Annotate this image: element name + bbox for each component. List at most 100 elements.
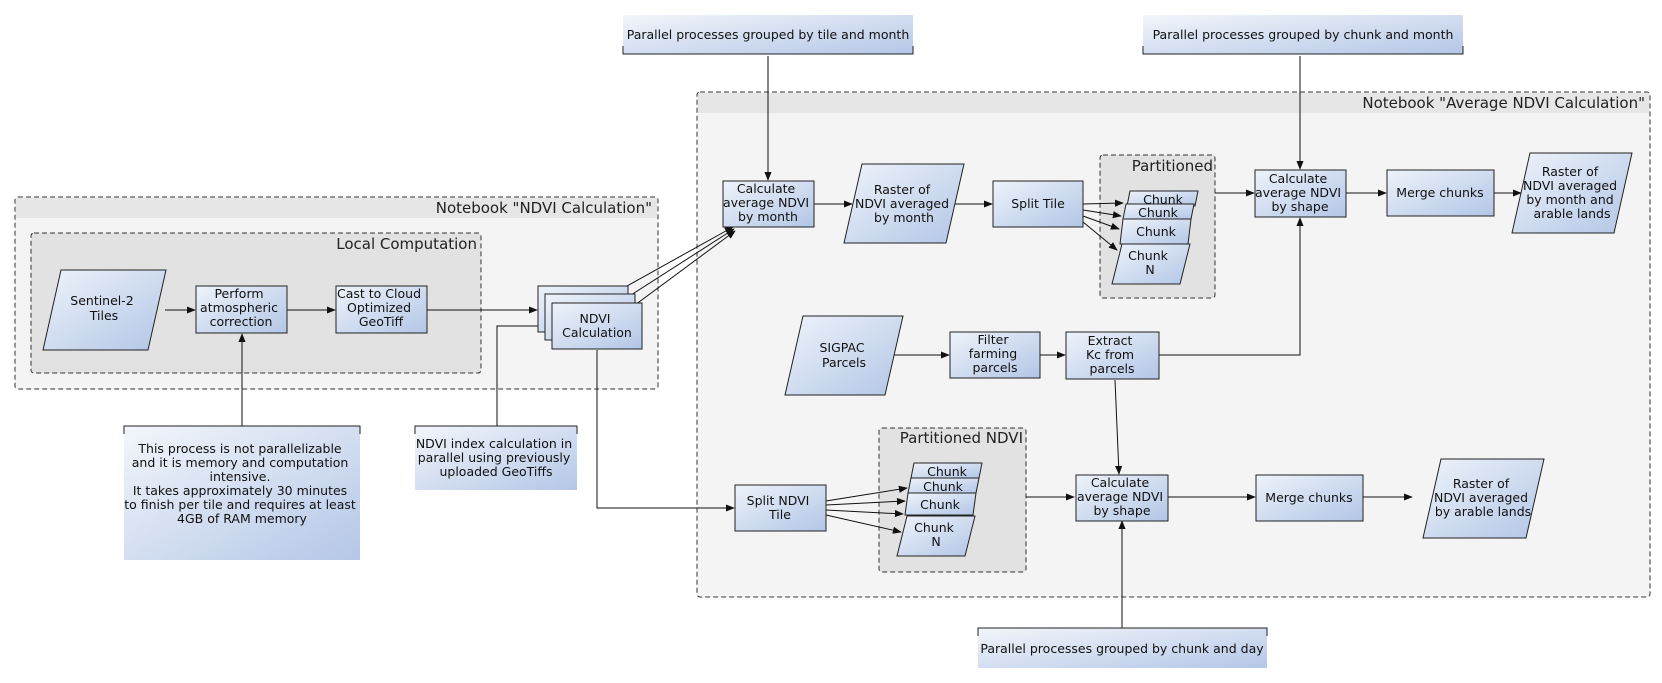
node-raster-arable-line-2: NDVI averaged	[1434, 490, 1528, 505]
svg-text:Extract Kc from pa: Extract Kc from parcels	[1086, 333, 1138, 376]
node-split-ndvi-line-1: Split NDVI	[747, 493, 810, 508]
node-sigpac: SIGPAC Parcels	[784, 315, 904, 396]
node-avg-month-line-3: by month	[738, 209, 798, 224]
node-avg-shape-top: Calculate average NDVI by shape	[1254, 169, 1347, 218]
node-avg-shape-bottom-line-2: average NDVI	[1077, 489, 1163, 504]
edge-split-chunkN	[1082, 221, 1118, 251]
chunk-top-1-label: Chunk	[1143, 192, 1183, 207]
node-avg-month: Calculate average NDVI by month	[722, 180, 815, 228]
svg-text:Split NDVI Tile: Split NDVI Tile	[747, 493, 814, 522]
svg-text:NDVI Calculation: NDVI Calculation	[562, 311, 632, 340]
group-title-partitioned: Partitioned	[1132, 157, 1213, 175]
svg-text:Cast to Cloud Optimized: Cast to Cloud Optimized GeoTiff	[337, 286, 425, 329]
svg-text:Raster of NDVI averaged: Raster of NDVI averaged by month	[855, 182, 953, 225]
group-title-avg-notebook: Notebook "Average NDVI Calculation"	[1362, 94, 1645, 112]
chunk-top-n-line-2: N	[1145, 262, 1154, 277]
node-avg-shape-top-line-2: average NDVI	[1255, 185, 1341, 200]
svg-text:Chunk N: Chunk N	[914, 520, 958, 549]
node-avg-shape-top-line-1: Calculate	[1269, 171, 1328, 186]
node-merge-top-label: Merge chunks	[1396, 185, 1483, 200]
node-split-ndvi: Split NDVI Tile	[734, 484, 827, 532]
edge-splitndvi-chunk2	[825, 497, 906, 506]
edge-ndvi-splitndvi	[596, 350, 735, 512]
node-sentinel-line-2: Tiles	[89, 308, 118, 323]
node-filter-line-3: parcels	[972, 360, 1017, 375]
edge-ndvi-note-ndvi	[496, 322, 552, 427]
note-memory-line-1: This process is not parallelizable	[137, 441, 342, 456]
node-sentinel: Sentinel-2 Tiles	[42, 269, 167, 351]
chunk-bottom-1-label: Chunk	[927, 464, 967, 479]
svg-text:NDVI index calculation in: NDVI index calculation in parallel using…	[416, 436, 576, 479]
edge-extract-avgshape-bottom	[1114, 379, 1123, 475]
node-split-tile-label: Split Tile	[1011, 196, 1065, 211]
node-cog-line-3: GeoTiff	[359, 314, 404, 329]
chunk-bottom-3-label: Chunk	[920, 497, 960, 512]
edge-split-chunk3	[1082, 215, 1120, 230]
svg-text:Raster of NDVI averaged: Raster of NDVI averaged by arable lands	[1434, 476, 1532, 519]
chunk-bottom-2-label: Chunk	[923, 479, 963, 494]
node-filter-line-2: farming	[969, 346, 1018, 361]
chunks-top: Chunk Chunk Chunk Chunk N	[1111, 190, 1199, 285]
svg-text:Chunk N: Chunk N	[1128, 248, 1172, 277]
node-cog-line-1: Cast to Cloud	[337, 286, 421, 301]
edge-ndvi-avgmonth-3	[634, 230, 736, 306]
chunk-bottom-n-line-2: N	[931, 534, 940, 549]
node-extract-line-1: Extract	[1088, 333, 1133, 348]
chunks-bottom: Chunk Chunk Chunk Chunk N	[896, 462, 983, 557]
node-ndvi: NDVI Calculation	[537, 285, 643, 350]
node-raster-month-arable-line-2: NDVI averaged	[1523, 178, 1617, 193]
node-raster-month-line-2: NDVI averaged	[855, 196, 949, 211]
node-ndvi-line-2: Calculation	[562, 325, 632, 340]
chunk-top-3-label: Chunk	[1136, 224, 1176, 239]
node-merge-top: Merge chunks	[1386, 169, 1495, 217]
node-split-ndvi-line-2: Tile	[768, 507, 791, 522]
node-raster-month-arable-line-1: Raster of	[1542, 164, 1599, 179]
node-merge-bottom: Merge chunks	[1255, 474, 1364, 522]
node-split-tile: Split Tile	[992, 180, 1084, 228]
edge-ndvi-avgmonth-2	[630, 228, 735, 296]
node-avg-shape-bottom-line-1: Calculate	[1091, 475, 1150, 490]
node-sentinel-line-1: Sentinel-2	[70, 293, 133, 308]
note-ndvi-parallel-line-1: NDVI index calculation in	[416, 436, 572, 451]
chunk-bottom-n	[896, 515, 976, 557]
node-avg-shape-bottom-line-3: by shape	[1093, 503, 1150, 518]
node-sigpac-line-1: SIGPAC	[819, 340, 864, 355]
note-chunk-day: Parallel processes grouped by chunk and …	[977, 627, 1268, 668]
chunk-bottom-n-line-1: Chunk	[914, 520, 954, 535]
node-sigpac-line-2: Parcels	[822, 355, 866, 370]
node-ndvi-line-1: NDVI	[580, 311, 611, 326]
svg-text:Calculate average NDVI: Calculate average NDVI by month	[723, 181, 813, 224]
svg-text:This process is not paralleliz: This process is not parallelizable and i…	[124, 441, 360, 526]
chunk-bottom-3	[904, 492, 977, 516]
svg-text:Calculate average NDVI: Calculate average NDVI by shape	[1255, 171, 1345, 214]
node-raster-month-arable: Raster of NDVI averaged by month and ara…	[1511, 152, 1633, 234]
edges	[165, 56, 1522, 628]
node-raster-arable: Raster of NDVI averaged by arable lands	[1422, 458, 1545, 539]
note-memory-line-3: intensive.	[210, 469, 271, 484]
note-memory-line-6: to finish per tile and requires at least	[124, 497, 356, 512]
note-ndvi-parallel-line-3: uploaded GeoTiffs	[439, 464, 552, 479]
node-extract-line-3: parcels	[1089, 361, 1134, 376]
svg-text:Perform atmospheric: Perform atmospheric correction	[200, 286, 282, 329]
node-extract: Extract Kc from parcels	[1065, 331, 1160, 380]
node-extract-line-2: Kc from	[1086, 347, 1134, 362]
edge-ndvi-avgmonth-1	[626, 226, 734, 287]
chunk-top-1	[1126, 190, 1199, 207]
note-memory-line-7: 4GB of RAM memory	[177, 511, 308, 526]
svg-text:Raster of NDVI averaged: Raster of NDVI averaged by month and ara…	[1523, 164, 1621, 221]
note-memory-line-2: and it is memory and computation	[132, 455, 349, 470]
node-merge-bottom-label: Merge chunks	[1265, 490, 1352, 505]
group-title-local-computation: Local Computation	[336, 235, 477, 253]
node-avg-shape-top-line-3: by shape	[1271, 199, 1328, 214]
edge-extract-avgshape-top	[1159, 217, 1304, 356]
svg-text:Calculate average NDVI: Calculate average NDVI by shape	[1077, 475, 1167, 518]
node-raster-month-arable-line-3: by month and	[1526, 192, 1613, 207]
node-raster-month-arable-line-4: arable lands	[1533, 206, 1610, 221]
svg-text:Filter farming par: Filter farming parcels	[969, 332, 1021, 375]
edge-splitndvi-chunk3	[825, 509, 904, 518]
edge-split-chunk2	[1082, 209, 1122, 219]
node-atmos-line-2: atmospheric	[200, 300, 278, 315]
svg-text:SIGPAC Parcels: SIGPAC Parcels	[819, 340, 868, 370]
note-ndvi-parallel-line-2: parallel using previously	[418, 450, 571, 465]
